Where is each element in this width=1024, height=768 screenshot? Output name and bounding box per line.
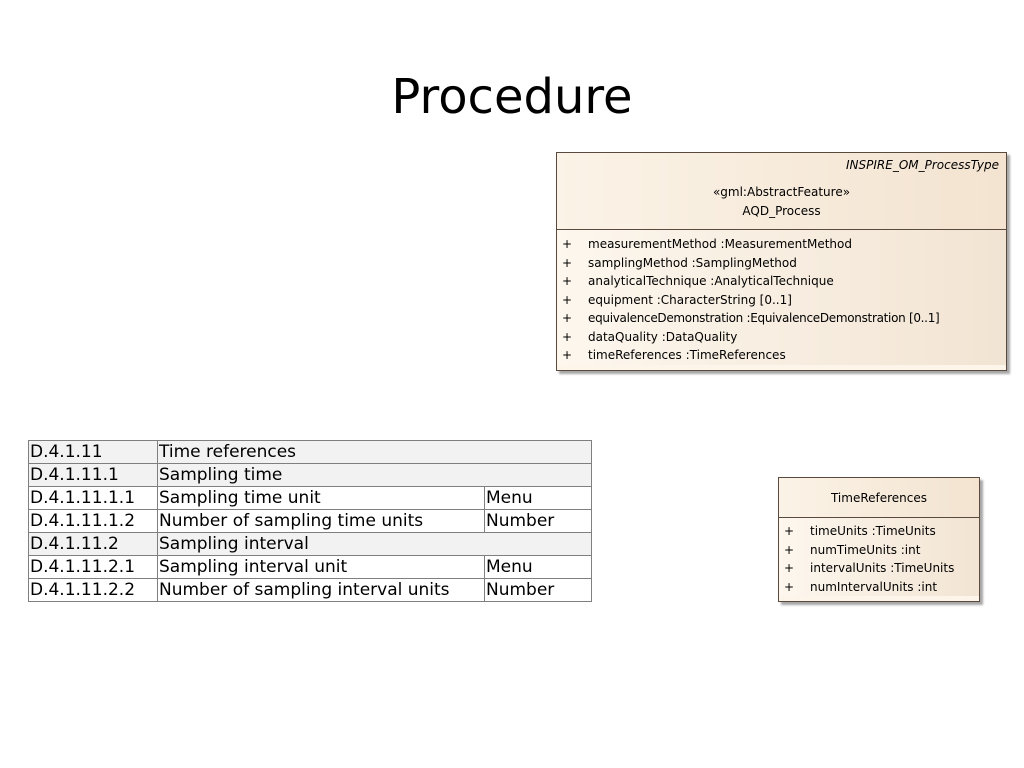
attribute-row: + timeUnits :TimeUnits bbox=[779, 522, 979, 541]
type-cell: Number bbox=[484, 509, 592, 533]
label-cell: Sampling interval bbox=[157, 532, 592, 556]
attribute-text: numTimeUnits :int bbox=[810, 542, 921, 557]
attribute-text: equipment :CharacterString [0..1] bbox=[588, 292, 792, 307]
visibility-marker: + bbox=[562, 329, 573, 344]
table-row: D.4.1.11.1.2 Number of sampling time uni… bbox=[28, 509, 592, 533]
visibility-marker: + bbox=[784, 542, 795, 557]
table-row: D.4.1.11 Time references bbox=[28, 440, 592, 464]
visibility-marker: + bbox=[784, 561, 795, 575]
table-row: D.4.1.11.2.2 Number of sampling interval… bbox=[28, 578, 592, 602]
attribute-row: + timeReferences :TimeReferences bbox=[557, 346, 1006, 365]
label-cell: Sampling time unit bbox=[157, 486, 485, 510]
table-row: D.4.1.11.2.1 Sampling interval unit Menu bbox=[28, 555, 592, 579]
attribute-row: + measurementMethod :MeasurementMethod bbox=[557, 235, 1006, 254]
label-cell: Time references bbox=[157, 440, 592, 464]
visibility-marker: + bbox=[562, 255, 573, 270]
attribute-row: + numIntervalUnits :int bbox=[779, 578, 979, 597]
attribute-text: measurementMethod :MeasurementMethod bbox=[588, 237, 852, 251]
visibility-marker: + bbox=[562, 292, 573, 307]
visibility-marker: + bbox=[784, 524, 795, 538]
uml-class-time-references[interactable]: TimeReferences + timeUnits :TimeUnits + nu… bbox=[778, 477, 980, 602]
label-cell: Sampling interval unit bbox=[157, 555, 485, 579]
table-row: D.4.1.11.2 Sampling interval bbox=[28, 532, 592, 556]
type-cell: Number bbox=[484, 578, 592, 602]
visibility-marker: + bbox=[784, 579, 795, 594]
attribute-text: timeReferences :TimeReferences bbox=[588, 348, 786, 362]
attribute-text: intervalUnits :TimeUnits bbox=[810, 561, 955, 575]
code-cell: D.4.1.11.1.1 bbox=[28, 486, 158, 510]
attribute-row: + equivalenceDemonstration :EquivalenceDe… bbox=[557, 309, 1006, 328]
stereotype: «gml:AbstractFeature» bbox=[712, 185, 851, 199]
code-cell: D.4.1.11.1.2 bbox=[28, 509, 158, 533]
class-name: TimeReferences bbox=[830, 491, 928, 505]
attribute-row: + intervalUnits :TimeUnits bbox=[779, 559, 979, 578]
attribute-list: + timeUnits :TimeUnits + numTimeUnits :int… bbox=[779, 518, 979, 596]
attribute-text: analyticalTechnique :AnalyticalTechnique bbox=[588, 274, 834, 288]
visibility-marker: + bbox=[562, 237, 573, 251]
visibility-marker: + bbox=[562, 348, 573, 362]
table-row: D.4.1.11.1 Sampling time bbox=[28, 463, 592, 487]
code-cell: D.4.1.11.2.1 bbox=[28, 555, 158, 579]
code-cell: D.4.1.11.1 bbox=[28, 463, 158, 487]
stereotype-tag: INSPIRE_OM_ProcessType bbox=[845, 158, 999, 172]
visibility-marker: + bbox=[562, 311, 573, 325]
attribute-text: samplingMethod :SamplingMethod bbox=[588, 255, 797, 270]
attribute-row: + equipment :CharacterString [0..1] bbox=[557, 291, 1006, 310]
visibility-marker: + bbox=[562, 274, 573, 288]
attribute-text: timeUnits :TimeUnits bbox=[810, 524, 936, 538]
table-row: D.4.1.11.1.1 Sampling time unit Menu bbox=[28, 486, 592, 510]
attribute-text: dataQuality :DataQuality bbox=[588, 329, 738, 344]
attribute-row: + numTimeUnits :int bbox=[779, 541, 979, 560]
uml-class-header: INSPIRE_OM_ProcessType «gml:AbstractFeat… bbox=[557, 153, 1006, 230]
data-element-table: D.4.1.11 Time references D.4.1.11.1 Samp… bbox=[28, 440, 592, 602]
attribute-row: + dataQuality :DataQuality bbox=[557, 328, 1006, 347]
code-cell: D.4.1.11.2 bbox=[28, 532, 158, 556]
attribute-row: + samplingMethod :SamplingMethod bbox=[557, 254, 1006, 273]
label-cell: Sampling time bbox=[157, 463, 592, 487]
attribute-list: + measurementMethod :MeasurementMethod + s… bbox=[557, 230, 1006, 365]
uml-class-header: TimeReferences bbox=[779, 478, 979, 518]
uml-class-aqd-process[interactable]: INSPIRE_OM_ProcessType «gml:AbstractFeat… bbox=[556, 152, 1007, 371]
code-cell: D.4.1.11 bbox=[28, 440, 158, 464]
class-name: AQD_Process bbox=[742, 204, 821, 218]
type-cell: Menu bbox=[484, 486, 592, 510]
code-cell: D.4.1.11.2.2 bbox=[28, 578, 158, 602]
label-cell: Number of sampling interval units bbox=[157, 578, 485, 602]
page-title: Procedure bbox=[391, 69, 633, 125]
attribute-row: + analyticalTechnique :AnalyticalTechniqu… bbox=[557, 272, 1006, 291]
label-cell: Number of sampling time units bbox=[157, 509, 485, 533]
attribute-text: equivalenceDemonstration :EquivalenceDem… bbox=[588, 311, 940, 325]
attribute-text: numIntervalUnits :int bbox=[810, 579, 938, 594]
type-cell: Menu bbox=[484, 555, 592, 579]
